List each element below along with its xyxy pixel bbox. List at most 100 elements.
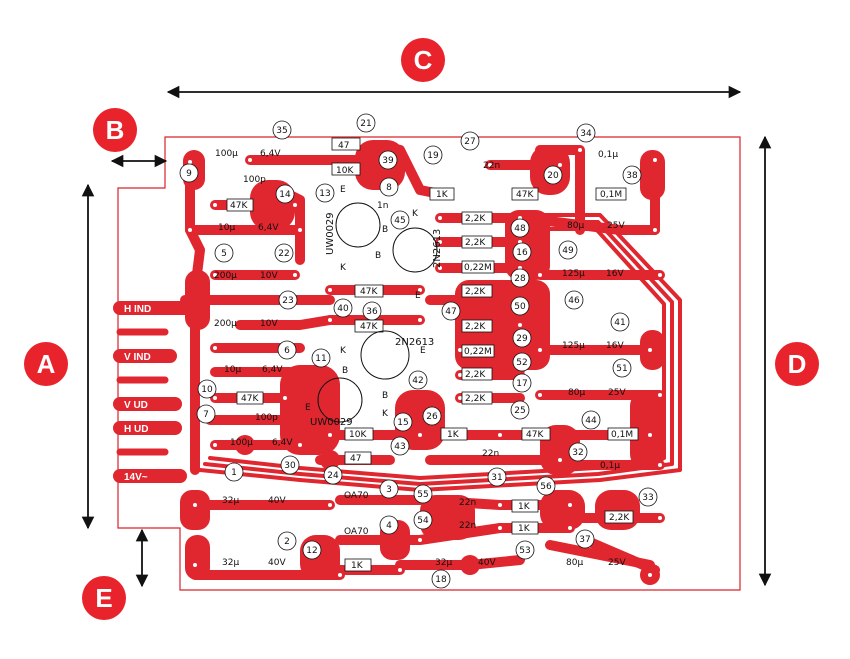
svg-text:6,4V: 6,4V — [260, 149, 281, 159]
callout-51: 51 — [612, 358, 632, 378]
callout-44: 44 — [581, 410, 601, 430]
svg-text:19: 19 — [427, 151, 439, 161]
callout-4: 4 — [379, 515, 399, 535]
svg-text:6,4V: 6,4V — [258, 223, 279, 233]
svg-text:27: 27 — [464, 137, 475, 147]
svg-text:40V: 40V — [478, 558, 496, 568]
svg-text:6: 6 — [284, 346, 290, 356]
svg-text:24: 24 — [327, 471, 339, 481]
svg-text:53: 53 — [519, 546, 530, 556]
component-outlines — [226, 137, 639, 572]
callout-47: 47 — [441, 301, 461, 321]
svg-text:47K: 47K — [230, 201, 248, 211]
svg-text:125μ: 125μ — [562, 269, 585, 279]
callout-2: 2 — [277, 531, 297, 551]
svg-text:47: 47 — [445, 307, 456, 317]
svg-text:32μ: 32μ — [222, 558, 239, 568]
callout-18: 18 — [431, 569, 451, 589]
callout-35: 35 — [272, 120, 292, 140]
svg-text:10V: 10V — [260, 271, 278, 281]
svg-text:16V: 16V — [606, 341, 624, 351]
svg-text:80μ: 80μ — [566, 558, 583, 568]
svg-text:10μ: 10μ — [218, 223, 235, 233]
svg-text:25V: 25V — [608, 388, 626, 398]
edge-label-supply: 14V~ — [124, 472, 148, 483]
svg-text:80μ: 80μ — [567, 221, 584, 231]
callout-31: 31 — [487, 467, 507, 487]
svg-text:1K: 1K — [518, 524, 531, 534]
svg-text:29: 29 — [516, 334, 528, 344]
svg-text:K: K — [340, 346, 347, 356]
svg-text:32μ: 32μ — [435, 558, 452, 568]
svg-text:200μ: 200μ — [214, 271, 237, 281]
svg-text:49: 49 — [562, 246, 574, 256]
svg-text:2,2K: 2,2K — [465, 238, 486, 248]
svg-text:5: 5 — [221, 249, 227, 259]
marker-d: D — [775, 342, 819, 386]
svg-text:36: 36 — [366, 307, 378, 317]
solder-holes — [188, 148, 662, 577]
svg-text:47K: 47K — [360, 287, 378, 297]
callout-33: 33 — [638, 487, 658, 507]
callout-30: 30 — [280, 455, 300, 475]
svg-text:22n: 22n — [482, 449, 499, 459]
svg-text:50: 50 — [514, 302, 526, 312]
svg-text:17: 17 — [516, 379, 527, 389]
svg-text:10K: 10K — [349, 430, 367, 440]
callout-19: 19 — [423, 145, 443, 165]
svg-text:21: 21 — [360, 119, 371, 129]
callout-9: 9 — [179, 163, 199, 183]
transistor-t2 — [392, 227, 438, 273]
callout-26: 26 — [422, 406, 442, 426]
svg-text:54: 54 — [417, 516, 429, 526]
svg-text:E: E — [340, 185, 346, 195]
svg-text:42: 42 — [412, 376, 423, 386]
svg-text:47: 47 — [350, 454, 361, 464]
svg-text:37: 37 — [579, 535, 590, 545]
marker-c: C — [401, 38, 445, 82]
svg-text:47: 47 — [338, 141, 349, 151]
callout-5: 5 — [214, 243, 234, 263]
svg-text:2,2K: 2,2K — [465, 214, 486, 224]
callout-1: 1 — [224, 462, 244, 482]
svg-text:80μ: 80μ — [568, 388, 585, 398]
svg-text:44: 44 — [585, 416, 597, 426]
svg-text:2,2K: 2,2K — [609, 513, 630, 523]
transistor-t1-label: UW0029 — [325, 212, 336, 255]
svg-text:2: 2 — [284, 537, 290, 547]
transistor-t3 — [360, 330, 410, 380]
svg-text:E: E — [420, 346, 426, 356]
svg-text:22: 22 — [278, 249, 289, 259]
svg-text:34: 34 — [580, 129, 592, 139]
svg-text:22n: 22n — [459, 498, 476, 508]
callout-32: 32 — [568, 442, 588, 462]
callout-22: 22 — [274, 243, 294, 263]
transistor-t3-label: 2N2613 — [395, 337, 434, 348]
svg-text:1K: 1K — [351, 561, 364, 571]
svg-text:47K: 47K — [526, 430, 544, 440]
svg-text:6,4V: 6,4V — [262, 365, 283, 375]
callout-11: 11 — [311, 348, 331, 368]
svg-text:2,2K: 2,2K — [465, 394, 486, 404]
callout-45: 45 — [390, 210, 410, 230]
edge-label-v-ind: V IND — [124, 352, 151, 363]
svg-text:11: 11 — [315, 354, 326, 364]
callout-16: 16 — [512, 242, 532, 262]
svg-text:9: 9 — [186, 169, 192, 179]
callout-28: 28 — [510, 268, 530, 288]
svg-text:200μ: 200μ — [214, 319, 237, 329]
svg-text:100μ: 100μ — [215, 149, 238, 159]
edge-label-v-ud: V UD — [124, 400, 148, 411]
svg-text:K: K — [340, 263, 347, 273]
transistor-t4-label: UW0029 — [310, 417, 353, 428]
marker-a: A — [24, 342, 68, 386]
svg-text:B: B — [382, 391, 388, 401]
marker-b: B — [93, 108, 137, 152]
callout-14: 14 — [275, 184, 295, 204]
svg-text:10μ: 10μ — [224, 365, 241, 375]
svg-text:38: 38 — [626, 171, 638, 181]
svg-text:55: 55 — [417, 490, 428, 500]
callout-38: 38 — [622, 165, 642, 185]
callout-39: 39 — [378, 150, 398, 170]
